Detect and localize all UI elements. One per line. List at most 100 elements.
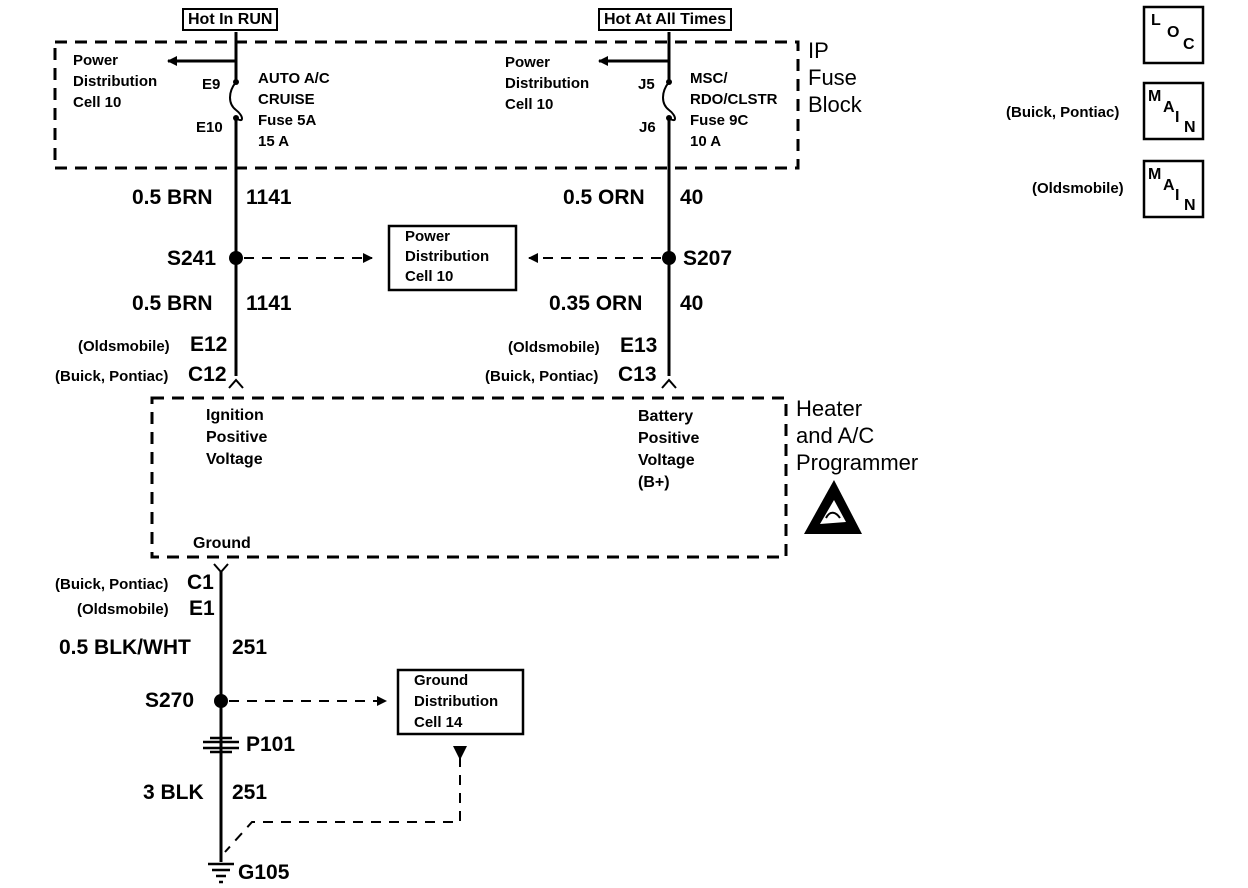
right-fuse-line-1: MSC/: [690, 70, 728, 87]
ground-bottom-connector-pin: E1: [189, 597, 215, 620]
j5-pin-label: J5: [638, 76, 655, 93]
left-upper-circuit: 1141: [246, 186, 292, 209]
right-bottom-connector-pin: C13: [618, 363, 657, 386]
ground-dist-box: [396, 668, 525, 736]
main2-variant-label: (Oldsmobile): [1032, 180, 1124, 197]
pd-box-line-1: Power: [405, 228, 451, 245]
left-fuse-symbol: [229, 81, 243, 122]
left-pd-label-3: Cell 10: [73, 94, 122, 111]
main2-letter-2: A: [1163, 177, 1175, 194]
right-pd-label-2: Distribution: [505, 75, 590, 92]
fuse-block-outline: [53, 40, 800, 170]
ground-top-connector-pin: C1: [187, 571, 214, 594]
right-pd-label-3: Cell 10: [505, 96, 554, 113]
battery-label-3: Voltage: [638, 452, 695, 469]
gd-box-line-1: Ground: [414, 672, 469, 689]
gd-box-line-2: Distribution: [414, 693, 499, 710]
main-icon-oldsmobile[interactable]: [1142, 159, 1205, 219]
left-pd-label-2: Distribution: [73, 73, 158, 90]
right-fuse-line-4: 10 A: [690, 133, 722, 150]
ground-top-connector-variant: (Buick, Pontiac): [55, 576, 169, 593]
main2-letter-1: M: [1148, 166, 1162, 183]
main2-letter-4: N: [1184, 197, 1196, 214]
ground-lower-gauge: 3 BLK: [143, 781, 204, 804]
ground-dist-return-arrow: [453, 746, 467, 760]
right-fuse-symbol: [662, 81, 676, 122]
main1-variant-label: (Buick, Pontiac): [1006, 104, 1120, 121]
s207-splice-dot: [662, 251, 676, 265]
fuse-block-name-2: Fuse: [808, 65, 857, 90]
right-upper-gauge: 0.5 ORN: [563, 186, 645, 209]
e10-pin: [233, 115, 239, 121]
ignition-label-2: Positive: [206, 429, 268, 446]
left-fuse-line-2: CRUISE: [258, 91, 315, 108]
e10-pin-label: E10: [196, 119, 223, 136]
right-fuse-line-3: Fuse 9C: [690, 112, 749, 129]
j6-pin-label: J6: [639, 119, 656, 136]
module-name-2: and A/C: [796, 423, 875, 448]
left-connector-symbol: [228, 378, 244, 389]
left-bottom-connector-variant: (Buick, Pontiac): [55, 368, 169, 385]
s207-label: S207: [683, 247, 733, 270]
g105-label: G105: [238, 861, 290, 884]
hot-at-all-times-tag: Hot At All Times: [598, 8, 733, 31]
loc-icon[interactable]: [1142, 5, 1205, 65]
left-fuse-line-3: Fuse 5A: [258, 112, 317, 129]
j5-pin: [666, 79, 672, 85]
ignition-label-1: Ignition: [206, 407, 264, 424]
p101-label: P101: [246, 733, 296, 756]
left-fuse-line-1: AUTO A/C: [258, 70, 330, 87]
main1-letter-3: I: [1175, 109, 1180, 126]
right-top-connector-variant: (Oldsmobile): [508, 339, 600, 356]
fuse-block-name-1: IP: [808, 38, 829, 63]
pd-box-line-3: Cell 10: [405, 268, 454, 285]
esd-warning-icon: [804, 480, 862, 534]
left-pd-label-1: Power: [73, 52, 119, 69]
ground-connector-symbol: [213, 563, 229, 574]
right-upper-circuit: 40: [680, 186, 704, 209]
right-lower-circuit: 40: [680, 292, 704, 315]
e9-pin: [233, 79, 239, 85]
s270-splice-dot: [214, 694, 228, 708]
module-name-1: Heater: [796, 396, 863, 421]
left-lower-circuit: 1141: [246, 292, 292, 315]
left-upper-gauge: 0.5 BRN: [132, 186, 213, 209]
hot-in-run-tag: Hot In RUN: [182, 8, 279, 31]
loc-icon-letter-3: C: [1183, 36, 1195, 53]
main1-letter-2: A: [1163, 99, 1175, 116]
ground-dist-return: [224, 757, 461, 853]
battery-label-1: Battery: [638, 408, 694, 425]
battery-label-2: Positive: [638, 430, 700, 447]
ground-bottom-connector-variant: (Oldsmobile): [77, 601, 169, 618]
left-bottom-connector-pin: C12: [188, 363, 227, 386]
s241-label: S241: [167, 247, 217, 270]
module-outline: [150, 396, 788, 559]
right-connector-symbol: [661, 378, 677, 389]
battery-label-4: (B+): [638, 474, 670, 491]
left-top-connector-variant: (Oldsmobile): [78, 338, 170, 355]
j6-pin: [666, 115, 672, 121]
e9-pin-label: E9: [202, 76, 221, 93]
module-name-3: Programmer: [796, 450, 919, 475]
s270-label: S270: [145, 689, 195, 712]
right-top-connector-pin: E13: [620, 334, 658, 357]
main2-letter-3: I: [1175, 187, 1180, 204]
left-top-connector-pin: E12: [190, 333, 228, 356]
gd-box-line-3: Cell 14: [414, 714, 463, 731]
right-bottom-connector-variant: (Buick, Pontiac): [485, 368, 599, 385]
s241-splice-dot: [229, 251, 243, 265]
left-lower-gauge: 0.5 BRN: [132, 292, 213, 315]
loc-icon-letter-1: L: [1151, 12, 1161, 29]
ground-symbol-icon: [208, 862, 234, 884]
main-icon-buick-pontiac[interactable]: [1142, 81, 1205, 141]
module-ground-label: Ground: [193, 535, 251, 552]
ignition-label-3: Voltage: [206, 451, 263, 468]
right-lower-gauge: 0.35 ORN: [549, 292, 643, 315]
power-dist-box: [387, 224, 518, 292]
right-fuse-line-2: RDO/CLSTR: [690, 91, 778, 108]
main1-letter-4: N: [1184, 119, 1196, 136]
pd-box-line-2: Distribution: [405, 248, 490, 265]
main1-letter-1: M: [1148, 88, 1162, 105]
loc-icon-letter-2: O: [1167, 24, 1180, 41]
